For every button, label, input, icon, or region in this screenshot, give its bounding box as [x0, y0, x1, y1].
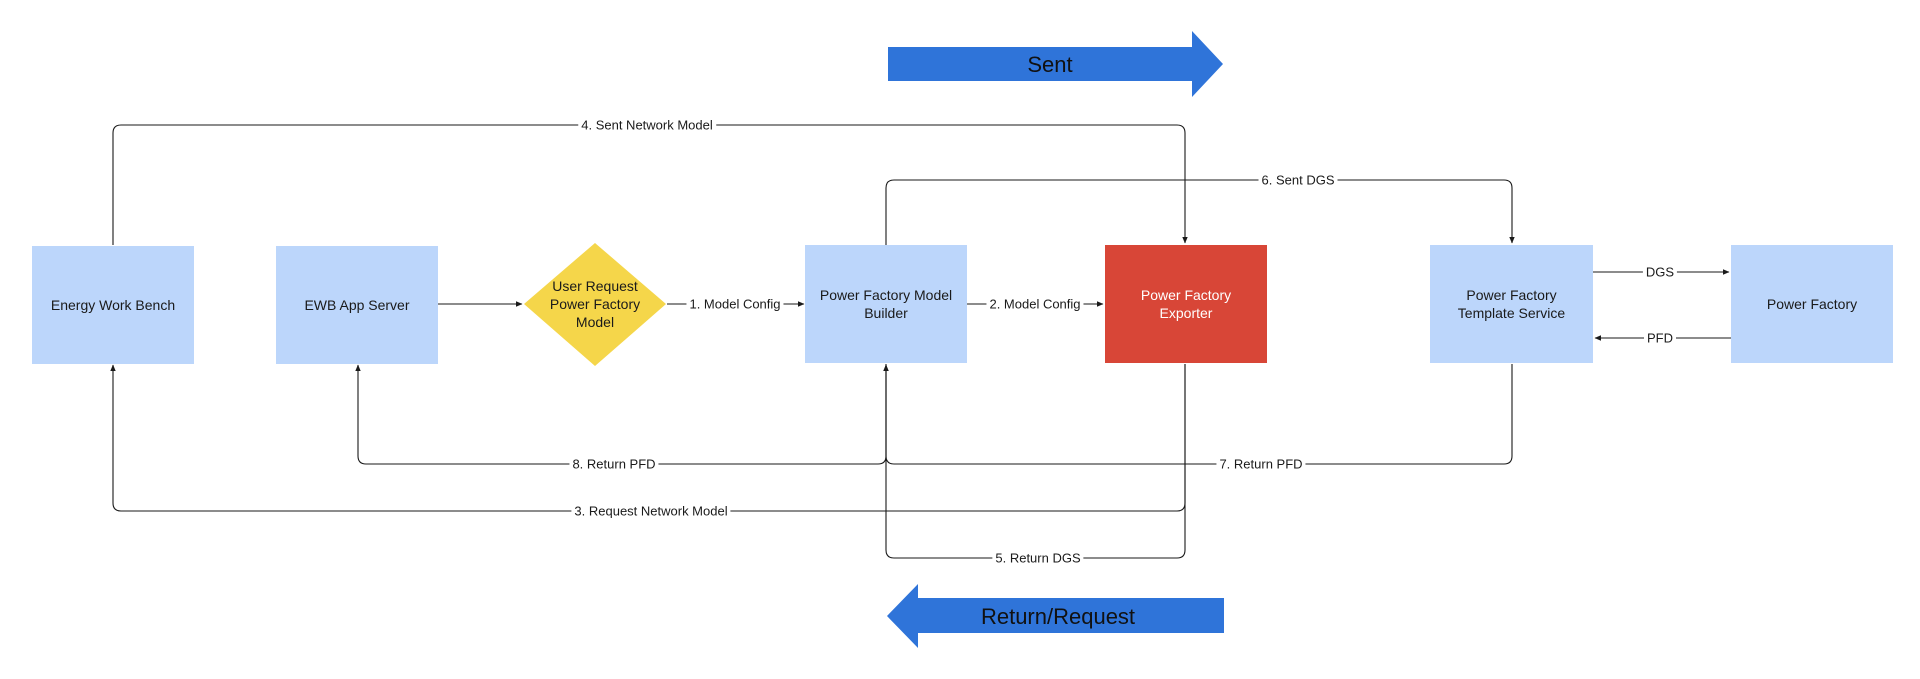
node-user-request-label: User Request Power Factory Model [549, 278, 641, 330]
return-request-arrow [887, 584, 1224, 648]
return-request-arrow-label: Return/Request [980, 604, 1136, 629]
edge-label-dgs: DGS [1642, 264, 1678, 280]
node-template-service: Power Factory Template Service [1430, 245, 1593, 363]
edge-label-3: 3. Request Network Model [571, 503, 731, 519]
edge-label-5: 5. Return DGS [992, 550, 1084, 566]
edge-label-8: 8. Return PFD [569, 456, 659, 472]
edge-label-2: 2. Model Config [986, 296, 1084, 312]
node-power-factory: Power Factory [1731, 245, 1893, 363]
node-ewb-app-server: EWB App Server [276, 246, 438, 364]
edge-label-6: 6. Sent DGS [1258, 172, 1338, 188]
node-model-builder: Power Factory Model Builder [805, 245, 967, 363]
edge-label-4: 4. Sent Network Model [578, 117, 716, 133]
sent-arrow [888, 31, 1223, 97]
edge-3-request-network-model [110, 364, 1186, 512]
node-exporter: Power Factory Exporter [1105, 245, 1267, 363]
edge-label-pfd: PFD [1644, 330, 1676, 346]
edge-4-sent-network-model [112, 124, 1188, 245]
edge-8-return-pfd [355, 364, 887, 465]
user-request-diamond [524, 243, 666, 366]
edge-6-sent-dgs [885, 179, 1515, 245]
sent-arrow-label: Sent [1027, 52, 1073, 77]
edge-label-1: 1. Model Config [686, 296, 784, 312]
edge-5-return-dgs [883, 364, 1186, 559]
edge-7-return-pfd [883, 364, 1513, 465]
node-energy-work-bench: Energy Work Bench [32, 246, 194, 364]
edge-label-7: 7. Return PFD [1216, 456, 1306, 472]
